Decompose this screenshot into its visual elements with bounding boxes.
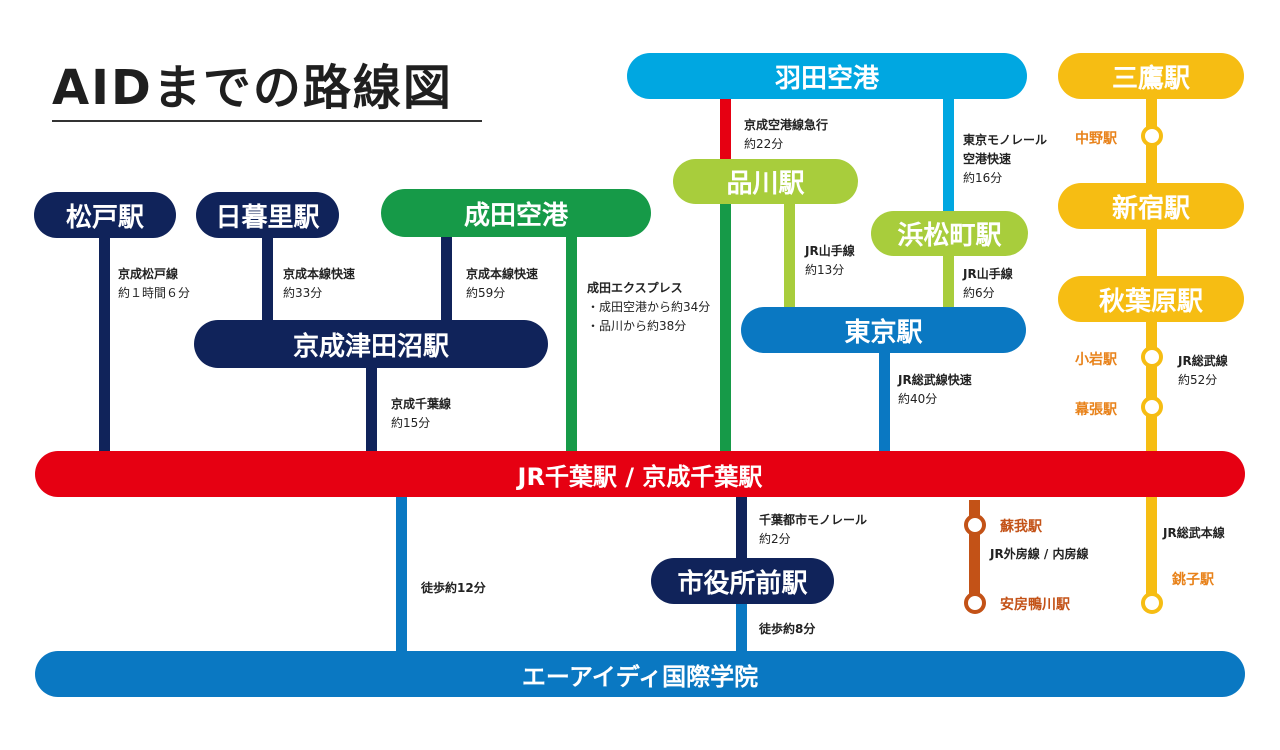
line-chiba-monorail: [736, 475, 747, 585]
route-label-keikyu: 京成空港線急行 約22分: [744, 118, 829, 151]
station-circle-awakamogawa: [964, 592, 986, 614]
station-circle-choshi: [1141, 592, 1163, 614]
station-shinjuku: 新宿駅: [1058, 183, 1244, 229]
line-sobu: [1146, 75, 1157, 605]
route-label-narita-express: 成田エクスプレス ・成田空港から約34分 ・品川から約38分: [587, 281, 711, 333]
line-keisei-chiba: [366, 345, 377, 460]
station-hamamatsucho: 浜松町駅: [871, 211, 1028, 256]
station-akihabara: 秋葉原駅: [1058, 276, 1244, 322]
route-label-matsudo: 京成松戸線 約１時間６分: [118, 267, 191, 300]
route-label-sotobo: JR外房線 / 内房線: [990, 547, 1089, 561]
station-nippori: 日暮里駅: [196, 192, 339, 238]
station-narita: 成田空港: [381, 189, 651, 237]
line-keikyu: [720, 80, 731, 180]
station-label-awakamogawa: 安房鴨川駅: [1000, 597, 1070, 613]
route-label-yamanote-2: JR山手線 約6分: [963, 267, 1013, 300]
station-label-makuhari: 幕張駅: [1075, 402, 1117, 418]
line-narita-express: [566, 210, 577, 460]
route-label-yamanote-1: JR山手線 約13分: [805, 244, 855, 277]
station-tsudanuma: 京成津田沼駅: [194, 320, 548, 368]
route-label-keisei-chiba: 京成千葉線 約15分: [391, 397, 452, 430]
station-circle-soga: [964, 514, 986, 536]
station-chiba: JR千葉駅 / 京成千葉駅: [35, 451, 1245, 497]
station-label-soga: 蘇我駅: [1000, 519, 1042, 535]
route-label-walk-2: 徒歩約8分: [759, 622, 816, 636]
route-label-tokyo-monorail: 東京モノレール 空港快速 約16分: [963, 133, 1048, 185]
station-label-choshi: 銚子駅: [1172, 572, 1214, 588]
route-label-sobu-main: JR総武本線: [1163, 526, 1225, 540]
station-matsudo: 松戸駅: [34, 192, 176, 238]
line-matsudo: [99, 210, 110, 460]
line-sobu-rapid: [879, 330, 890, 460]
line-nippori: [262, 210, 273, 340]
route-label-chiba-monorail: 千葉都市モノレール 約2分: [759, 513, 868, 546]
station-shinagawa: 品川駅: [673, 159, 858, 204]
route-label-walk-1: 徒歩約12分: [421, 581, 486, 595]
route-label-narita-keisei: 京成本線快速 約59分: [466, 267, 539, 300]
line-yamanote-1: [784, 180, 795, 330]
station-mitaka: 三鷹駅: [1058, 53, 1244, 99]
station-label-koiwa: 小岩駅: [1075, 352, 1117, 368]
line-walk-1: [396, 475, 407, 675]
station-circle-makuhari: [1141, 396, 1163, 418]
station-circle-koiwa: [1141, 346, 1163, 368]
station-aid: エーアイディ国際学院: [35, 651, 1245, 697]
line-sotobo: [969, 500, 980, 605]
line-yamanote-2: [943, 235, 954, 330]
title-underline: [52, 120, 482, 122]
station-circle-nakano: [1141, 125, 1163, 147]
line-tokyo-monorail: [943, 80, 954, 230]
station-tokyo: 東京駅: [741, 307, 1026, 353]
line-shinagawa-chiba: [720, 180, 731, 460]
line-walk-2: [736, 580, 747, 675]
station-shiyakusho: 市役所前駅: [651, 558, 834, 604]
page-title: AIDまでの路線図: [52, 60, 453, 116]
station-haneda: 羽田空港: [627, 53, 1027, 99]
route-label-nippori: 京成本線快速 約33分: [283, 267, 356, 300]
line-narita-keisei: [441, 210, 452, 340]
station-label-nakano: 中野駅: [1075, 131, 1117, 147]
route-label-sobu: JR総武線 約52分: [1178, 354, 1228, 387]
route-label-sobu-rapid: JR総武線快速 約40分: [898, 373, 972, 406]
